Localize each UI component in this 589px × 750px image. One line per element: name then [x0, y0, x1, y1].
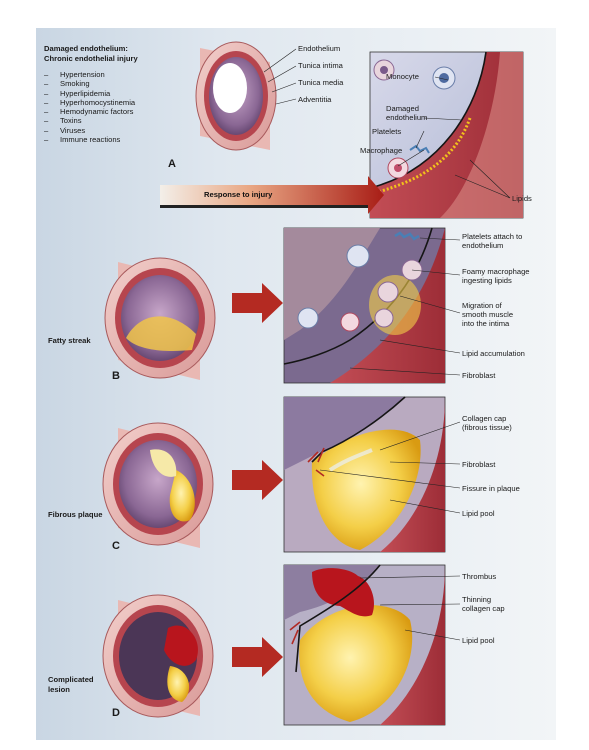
label-collagen-line1: Collagen cap	[462, 414, 507, 423]
label-foamy-line2: ingesting lipids	[462, 276, 512, 285]
label-lipids: Lipids	[512, 194, 532, 203]
leader-lines	[263, 48, 511, 641]
vessel-a	[195, 41, 277, 151]
label-fissure: Fissure in plaque	[462, 484, 520, 493]
label-migration-line2: smooth muscle	[462, 310, 514, 319]
label-lipid-pool-c: Lipid pool	[462, 509, 495, 518]
label-platelets-a: Platelets	[372, 127, 402, 136]
label-fibroblast-c: Fibroblast	[462, 460, 496, 469]
panel-letter-d: D	[112, 707, 120, 719]
label-thinning-line2: collagen cap	[462, 604, 505, 613]
label-migration-line1: Migration of	[462, 301, 502, 310]
label-damaged-line1: Damaged	[386, 104, 419, 113]
vessel-c	[102, 422, 214, 548]
diagram-title-line1: Damaged endothelium:	[44, 44, 128, 53]
label-tunica-intima: Tunica intima	[298, 61, 343, 70]
detail-c	[283, 396, 446, 553]
label-fibroblast-b: Fibroblast	[462, 371, 496, 380]
panel-letter-a: A	[168, 158, 176, 170]
label-thinning-line1: Thinning	[462, 595, 492, 604]
label-migration-line3: into the intima	[462, 319, 510, 328]
risk-factor-list: Hypertension Smoking Hyperlipidemia Hype…	[44, 70, 135, 144]
panel-letter-c: C	[112, 540, 120, 552]
label-macrophage: Macrophage	[360, 146, 403, 155]
stage-complicated-line1: Complicated	[48, 675, 94, 684]
risk-factor: Hyperhomocystinemia	[44, 98, 135, 107]
response-arrow-label: Response to injury	[204, 190, 273, 199]
detail-d	[283, 564, 446, 726]
label-foamy-line1: Foamy macrophage	[462, 267, 530, 276]
label-adventitia: Adventitia	[298, 95, 332, 104]
risk-factor: Smoking	[44, 79, 135, 88]
diagram-title-line2: Chronic endothelial injury	[44, 54, 138, 63]
stage-complicated-line2: lesion	[48, 685, 70, 694]
risk-factor: Toxins	[44, 116, 135, 125]
label-collagen-line2: (fibrous tissue)	[462, 423, 512, 432]
label-lipid-accumulation: Lipid accumulation	[462, 349, 525, 358]
response-arrow	[160, 176, 384, 214]
vessel-d	[102, 594, 214, 718]
stage-fibrous-plaque: Fibrous plaque	[48, 510, 103, 519]
risk-factor: Viruses	[44, 126, 135, 135]
risk-factor: Immune reactions	[44, 135, 135, 144]
label-lipid-pool-d: Lipid pool	[462, 636, 495, 645]
arrow-b	[232, 283, 283, 323]
risk-factor: Hyperlipidemia	[44, 89, 135, 98]
stage-fatty-streak: Fatty streak	[48, 336, 91, 345]
risk-factor: Hypertension	[44, 70, 135, 79]
panel-letter-b: B	[112, 370, 120, 382]
vessel-b	[104, 257, 216, 380]
label-platelets-attach-line2: endothelium	[462, 241, 504, 250]
label-thrombus: Thrombus	[462, 572, 497, 581]
detail-b	[283, 227, 446, 384]
label-tunica-media: Tunica media	[298, 78, 344, 87]
label-endothelium: Endothelium	[298, 44, 341, 53]
risk-factor: Hemodynamic factors	[44, 107, 135, 116]
label-damaged-line2: endothelium	[386, 113, 428, 122]
arrow-d	[232, 637, 283, 677]
label-monocyte: Monocyte	[386, 72, 419, 81]
label-platelets-attach-line1: Platelets attach to	[462, 232, 523, 241]
arrow-c	[232, 460, 283, 500]
